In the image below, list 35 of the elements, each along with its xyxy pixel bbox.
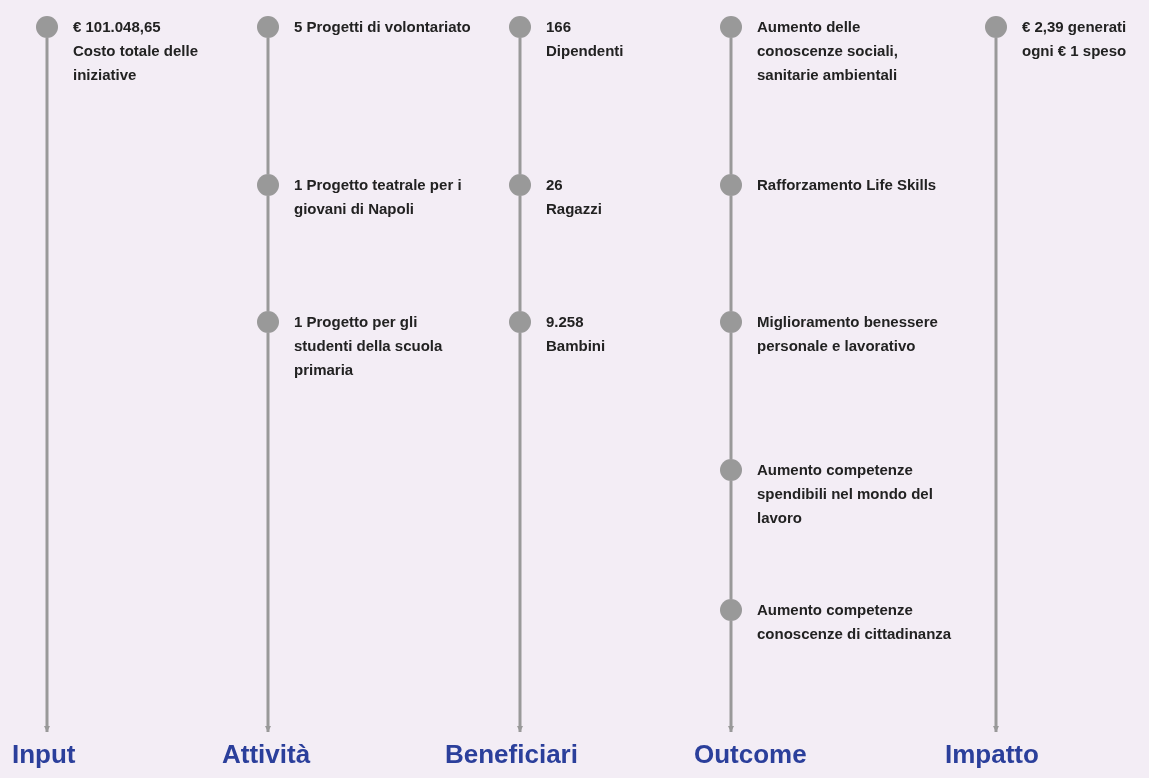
connector-line xyxy=(44,38,50,732)
item-text: Rafforzamento Life Skills xyxy=(757,175,938,195)
item-text: 166 xyxy=(546,17,573,37)
connector-line xyxy=(993,38,999,732)
item-text: Dipendenti xyxy=(546,41,625,61)
item-text: € 2,39 generati ogni € 1 speso xyxy=(1022,17,1128,61)
connector-line xyxy=(266,38,270,174)
column-heading: Attività xyxy=(222,738,312,770)
column-heading: Input xyxy=(12,738,77,770)
item-text: Aumento competenze conoscenze di cittadinanza xyxy=(757,600,953,644)
item-text: € 101.048,65 xyxy=(73,17,162,37)
item-text: 1 Progetto per gli studenti della scuola primaria xyxy=(294,312,444,380)
column-heading: Outcome xyxy=(694,738,808,770)
connector-line xyxy=(729,38,733,174)
connector-line xyxy=(729,481,733,599)
item-text: Aumento delle conoscenze sociali, sanitarie ambientali xyxy=(757,17,899,85)
item-text: 9.258 xyxy=(546,312,585,332)
column-heading: Impatto xyxy=(945,738,1040,770)
item-text: Miglioramento benessere personale e lavorativo xyxy=(757,312,939,356)
item-text: Bambini xyxy=(546,336,607,356)
item-text: Aumento competenze spendibili nel mondo del lavoro xyxy=(757,460,934,528)
connector-line xyxy=(266,196,270,311)
connector-line xyxy=(728,621,734,732)
connector-line xyxy=(729,196,733,311)
column-heading: Beneficiari xyxy=(445,738,575,770)
connector-line xyxy=(729,333,733,459)
item-text: 26 xyxy=(546,175,564,195)
item-text: 5 Progetti di volontariato xyxy=(294,17,472,37)
connector-line xyxy=(265,333,271,732)
item-text: Costo totale delle iniziative xyxy=(73,41,200,85)
connector-line xyxy=(518,38,522,174)
item-text: Ragazzi xyxy=(546,199,603,219)
connector-line xyxy=(518,196,522,311)
connector-line xyxy=(517,333,523,732)
item-text: 1 Progetto teatrale per i giovani di Napoli xyxy=(294,175,463,219)
